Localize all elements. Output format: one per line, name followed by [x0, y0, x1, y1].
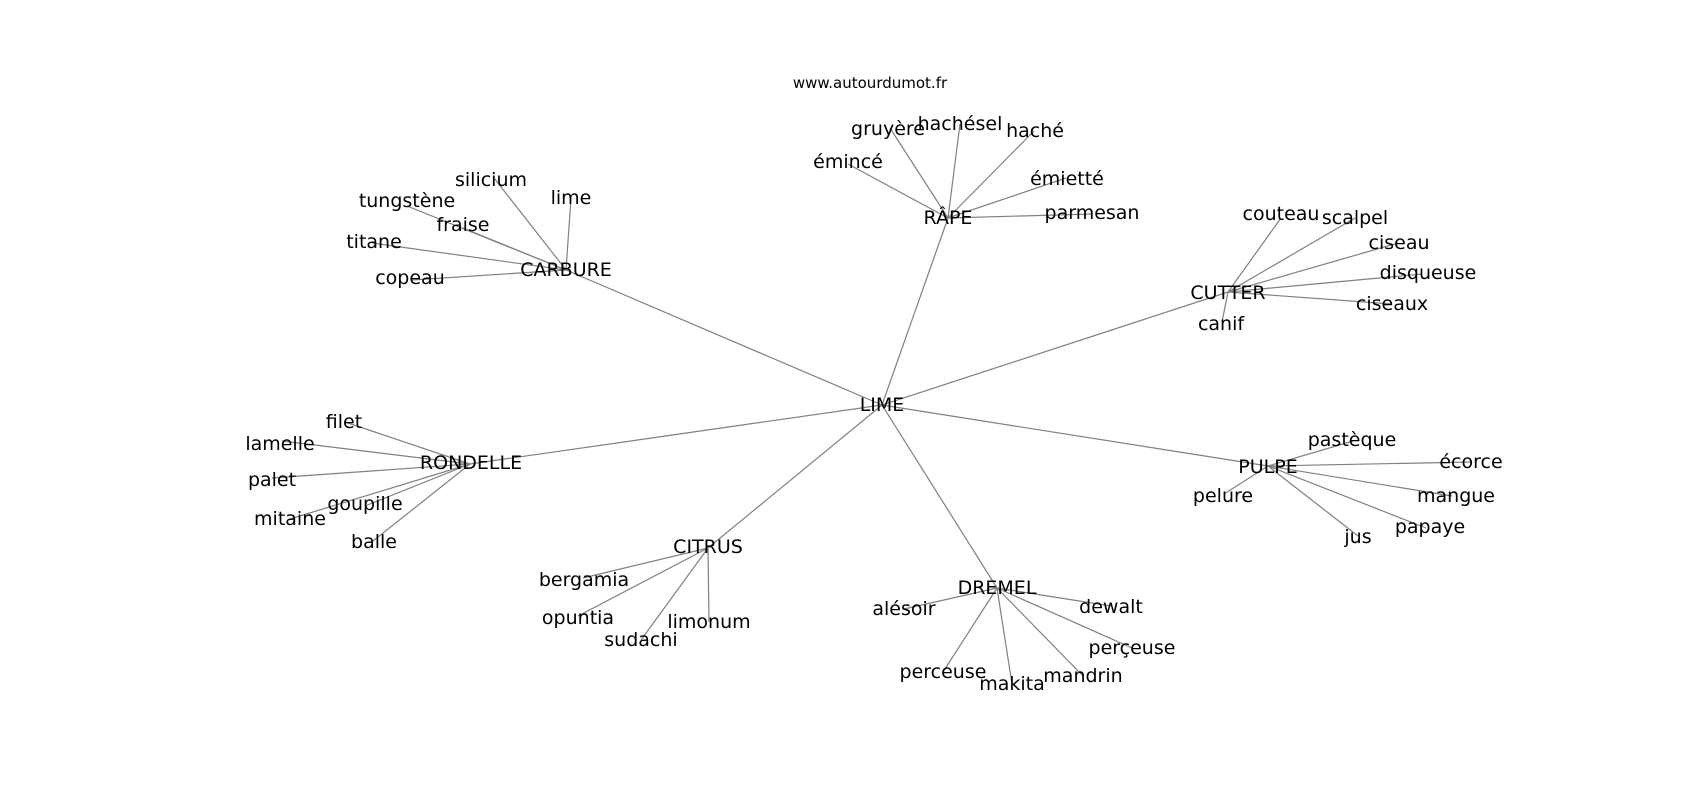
edge-hub-2-word-3 [1227, 273, 1423, 293]
edge-hub-2-word-5 [1221, 291, 1229, 323]
edge-hub-0-word-0 [493, 177, 567, 271]
word-node-label: émietté [1030, 168, 1104, 190]
edge-hub-5-word-2 [707, 547, 710, 623]
word-node-label: bergamia [539, 569, 629, 591]
word-node-label: mandrin [1043, 665, 1122, 687]
edge-hub-2-word-4 [1227, 291, 1393, 305]
edge-hub-1-word-4 [947, 177, 1067, 219]
hub-node-label: CITRUS [673, 536, 743, 558]
edge-hub-3-word-1 [281, 440, 471, 465]
word-node-label: mangue [1417, 485, 1495, 507]
word-node-label: balle [351, 531, 397, 553]
word-node-label: opuntia [542, 607, 614, 629]
edge-hub-1-word-3 [847, 163, 949, 219]
word-node-label: ciseaux [1356, 293, 1428, 315]
edge-hub-3-word-2 [271, 463, 471, 479]
word-node-label: parmesan [1045, 202, 1140, 224]
word-node-label: hachésel [918, 113, 1003, 135]
graph-edges [271, 123, 1473, 685]
edge-hub-6-word-2 [996, 587, 1133, 649]
word-node-label: disqueuse [1380, 262, 1477, 284]
word-node-label: makita [979, 673, 1045, 695]
edge-hub-4-word-1 [1267, 461, 1473, 467]
edge-hub-5-word-3 [640, 547, 709, 641]
word-node-label: copeau [375, 267, 445, 289]
word-node-label: écorce [1439, 451, 1502, 473]
hub-node-label: RONDELLE [420, 452, 522, 474]
edge-hub-4-word-4 [1267, 465, 1427, 529]
edge-hub-5-word-0 [582, 547, 709, 579]
center-node-label: LIME [860, 394, 905, 416]
word-node-label: ciseau [1369, 232, 1430, 254]
word-node-label: couteau [1243, 203, 1320, 225]
word-node-label: silicium [455, 169, 527, 191]
word-node-label: haché [1006, 120, 1064, 142]
word-node-label: fraise [436, 214, 489, 236]
word-node-label: goupille [327, 493, 402, 515]
word-node-label: lime [551, 187, 592, 209]
word-node-label: pastèque [1308, 429, 1397, 451]
edge-center-6 [881, 404, 998, 589]
word-node-label: jus [1343, 526, 1371, 548]
edge-hub-5-word-1 [577, 547, 709, 617]
edge-hub-2-word-2 [1227, 242, 1399, 293]
edge-hub-2-word-0 [1227, 217, 1282, 293]
edge-hub-6-word-5 [996, 587, 1013, 685]
word-node-label: lamelle [245, 433, 314, 455]
word-node-label: palet [248, 469, 296, 491]
edge-hub-1-word-2 [947, 130, 1035, 219]
word-node-label: papaye [1395, 516, 1465, 538]
edge-center-0 [565, 269, 883, 406]
edge-hub-2-word-1 [1227, 217, 1356, 293]
edge-center-1 [881, 217, 949, 406]
word-node-label: perceuse [900, 661, 987, 683]
edge-center-3 [469, 404, 883, 465]
edge-hub-3-word-4 [289, 463, 471, 520]
word-node-label: mitaine [254, 508, 326, 530]
edge-hub-4-word-3 [1267, 465, 1453, 497]
word-node-label: alésoir [872, 598, 935, 620]
word-node-label: limonum [667, 611, 750, 633]
edge-hub-0-word-3 [462, 227, 567, 271]
edge-hub-1-word-1 [947, 123, 961, 219]
edge-hub-0-word-4 [371, 242, 567, 271]
edge-hub-6-word-1 [996, 587, 1112, 607]
edge-center-2 [881, 291, 1229, 406]
word-node-label: dewalt [1079, 596, 1143, 618]
word-node-label: canif [1198, 313, 1245, 335]
hub-node-label: CARBURE [520, 259, 612, 281]
edge-hub-4-word-5 [1267, 465, 1359, 537]
word-node-label: filet [326, 411, 362, 433]
hub-node-label: CUTTER [1190, 282, 1265, 304]
edge-hub-6-word-3 [942, 587, 998, 673]
hub-node-label: PULPE [1238, 456, 1297, 478]
edge-hub-3-word-3 [364, 463, 471, 507]
word-node-label: pelure [1193, 485, 1253, 507]
word-node-label: titane [346, 231, 402, 253]
edge-center-5 [707, 404, 883, 549]
hub-node-label: RÂPE [924, 206, 973, 229]
source-watermark: www.autourdumot.fr [793, 74, 948, 92]
edge-hub-3-word-0 [344, 421, 471, 465]
word-node-label: gruyère [851, 118, 925, 140]
word-node-label: scalpel [1322, 207, 1388, 229]
edge-hub-3-word-5 [372, 463, 471, 542]
edge-hub-1-word-5 [947, 213, 1093, 219]
edge-hub-6-word-4 [996, 587, 1084, 677]
word-node-label: émincé [813, 151, 883, 173]
edge-center-4 [881, 404, 1269, 467]
edge-hub-6-word-0 [903, 587, 998, 610]
word-node-label: sudachi [604, 629, 677, 651]
edge-hub-4-word-2 [1223, 465, 1269, 495]
hub-node-label: DREMEL [958, 577, 1037, 599]
edge-hub-0-word-1 [565, 197, 572, 271]
edge-hub-0-word-5 [411, 269, 567, 281]
word-node-label: perçeuse [1089, 637, 1176, 659]
word-node-label: tungstène [359, 190, 455, 212]
edge-hub-1-word-0 [889, 127, 949, 219]
edge-hub-4-word-0 [1267, 440, 1354, 467]
